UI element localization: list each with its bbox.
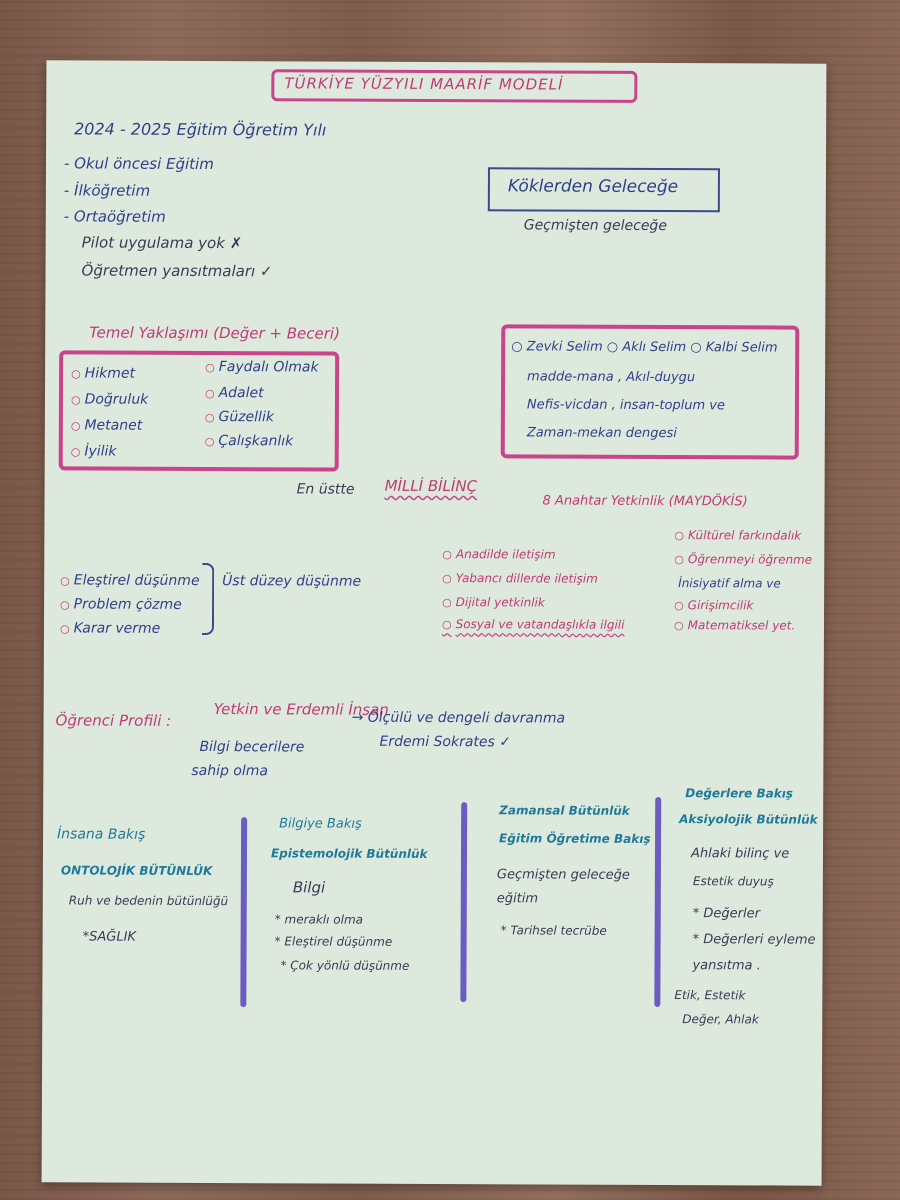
col2-item: * Eleştirel düşünme — [274, 934, 393, 949]
col1-item: *SAĞLIK — [82, 929, 136, 945]
balance-line: ○ Zevki Selim ○ Aklı Selim ○ Kalbi Selim — [511, 339, 778, 356]
milli-bilinc: MİLLİ BİLİNÇ — [384, 476, 478, 496]
col1-item: Ruh ve bedenin bütünlüğü — [68, 893, 229, 909]
col4-subheading: Aksiyolojik Bütünlük — [679, 812, 818, 827]
competency-item: Sosyal ve vatandaşlıkla ilgili — [442, 617, 625, 633]
competency-item: Kültürel farkındalık — [674, 528, 801, 543]
profile-left-line: sahip olma — [191, 762, 269, 780]
teacher-note: Öğretmen yansıtmaları ✓ — [81, 261, 273, 281]
col4-item: Değer, Ahlak — [682, 1012, 759, 1027]
col3-item: Geçmişten geleceğe — [496, 867, 630, 883]
pilot-note: Pilot uygulama yok ✗ — [81, 233, 243, 253]
col4-item: * Değerler — [692, 906, 760, 922]
milli-prefix: En üstte — [296, 481, 355, 498]
value-item: Metanet — [71, 417, 142, 433]
column-divider — [654, 796, 662, 1007]
col4-item: Etik, Estetik — [674, 988, 746, 1003]
value-item: Hikmet — [71, 365, 135, 381]
competency-item: Girişimcilik — [674, 598, 754, 613]
competency-item: Yabancı dillerde iletişim — [442, 571, 598, 586]
col3-item: eğitim — [496, 891, 539, 907]
col1-heading: İnsana Bakış — [57, 826, 146, 843]
level-item: - Okul öncesi Eğitim — [63, 154, 214, 174]
competency-item: İnisiyatif alma ve — [678, 576, 781, 591]
curly-brace — [201, 562, 215, 636]
column-divider — [240, 817, 248, 1008]
thinking-item: Problem çözme — [60, 596, 182, 613]
level-item: - İlköğretim — [63, 181, 151, 200]
col4-item: yansıtma . — [692, 958, 761, 974]
slogan-subtitle: Geçmişten geleceğe — [523, 217, 668, 235]
col2-heading: Bilgiye Bakış — [279, 816, 362, 832]
balance-line: Nefis-vicdan , insan-toplum ve — [526, 397, 726, 414]
value-item: Faydalı Olmak — [205, 359, 319, 376]
col2-item: * Çok yönlü düşünme — [280, 958, 410, 973]
col3-subheading: Eğitim Öğretime Bakış — [499, 831, 651, 846]
profile-label: Öğrenci Profili : — [55, 711, 172, 730]
col4-item: Ahlaki bilinç ve — [690, 846, 790, 862]
thinking-item: Eleştirel düşünme — [60, 572, 200, 589]
col4-item: * Değerleri eyleme — [692, 932, 816, 948]
value-item: İyilik — [71, 443, 116, 459]
competency-item: Matematiksel yet. — [674, 618, 796, 633]
col2-item: Bilgi — [292, 878, 326, 897]
balance-line: Zaman-mekan dengesi — [526, 425, 677, 442]
level-item: - Ortaöğretim — [63, 207, 166, 226]
notebook-page: TÜRKİYE YÜZYILI MAARİF MODELİ 2024 - 202… — [41, 60, 827, 1186]
value-item: Doğruluk — [71, 391, 149, 407]
page-title: TÜRKİYE YÜZYILI MAARİF MODELİ — [284, 74, 564, 94]
competency-item: Anadilde iletişim — [442, 547, 556, 562]
col2-item: * meraklı olma — [274, 912, 364, 927]
competency-item: Dijital yetkinlik — [442, 595, 545, 610]
col4-heading: Değerlere Bakış — [685, 786, 794, 801]
col1-subheading: ONTOLOJİK BÜTÜNLÜK — [60, 863, 213, 879]
col4-item: Estetik duyuş — [692, 874, 774, 889]
value-item: Çalışkanlık — [205, 433, 293, 449]
profile-left-line: Bilgi becerilere — [199, 738, 305, 756]
profile-right-line: → Ölçülü ve dengeli davranma — [351, 709, 566, 727]
year-line: 2024 - 2025 Eğitim Öğretim Yılı — [74, 119, 327, 140]
slogan-text: Köklerden Geleceğe — [507, 176, 679, 198]
col3-item: * Tarihsel tecrübe — [500, 923, 607, 938]
competency-item: Öğrenmeyi öğrenme — [674, 552, 812, 567]
balance-line: madde-mana , Akıl-duygu — [527, 369, 696, 386]
value-item: Güzellik — [205, 409, 274, 425]
temel-heading: Temel Yaklaşımı (Değer + Beceri) — [89, 323, 341, 343]
column-divider — [460, 802, 468, 1003]
col3-heading: Zamansal Bütünlük — [499, 803, 630, 818]
competency-heading: 8 Anahtar Yetkinlik (MAYDÖKİS) — [542, 493, 748, 510]
col2-subheading: Epistemolojik Bütünlük — [270, 846, 428, 861]
value-item: Adalet — [205, 385, 264, 401]
profile-right-line: Erdemi Sokrates ✓ — [379, 733, 512, 751]
thinking-item: Karar verme — [60, 620, 161, 637]
thinking-label: Üst düzey düşünme — [222, 573, 362, 590]
